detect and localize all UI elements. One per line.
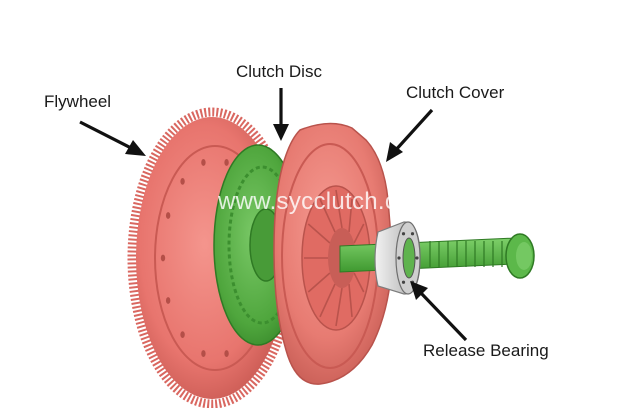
diaphragm-finger [335, 189, 343, 229]
bearing-bolt [410, 232, 415, 236]
release-bearing-bolts [397, 232, 419, 284]
flywheel-bolt-hole [201, 159, 206, 166]
label-flywheel: Flywheel [44, 92, 112, 111]
label-clutch-cover: Clutch Cover [406, 83, 505, 102]
bearing-bolt [415, 256, 419, 260]
arrow-clutch-disc [273, 88, 289, 141]
bearing-bolt [397, 256, 401, 260]
flywheel-bolt-hole [224, 159, 229, 166]
diaphragm-finger [348, 283, 353, 317]
bearing-bolt [401, 232, 406, 236]
diaphragm-finger [353, 223, 365, 244]
diaphragm-finger [335, 287, 343, 327]
clutch-cover [273, 122, 393, 385]
arrow-release-bearing [410, 281, 468, 342]
input-shaft-splines [429, 241, 503, 267]
release-bearing [374, 221, 421, 295]
flywheel-bolt-hole [201, 350, 206, 357]
release-bearing-bore [402, 237, 416, 279]
label-clutch-disc: Clutch Disc [236, 62, 322, 81]
watermark-text: www.sycclutch.c [218, 188, 398, 215]
flywheel-bolt-hole [180, 177, 185, 185]
label-release-bearing: Release Bearing [423, 341, 549, 360]
diaphragm-finger [319, 283, 336, 318]
diaphragm-finger [353, 272, 365, 293]
arrow-clutch-cover [386, 108, 434, 162]
diaphragm-finger [307, 272, 331, 293]
diaphragm-finger [348, 199, 353, 233]
flywheel-bolt-hole [165, 297, 171, 304]
flywheel-bolt-hole [160, 254, 166, 262]
arrow-flywheel [79, 120, 146, 156]
input-shaft-end-face [516, 242, 532, 270]
diaphragm-finger [307, 223, 331, 244]
bearing-bolt [401, 280, 406, 284]
flywheel-bolt-hole [165, 212, 171, 219]
diaphragm-finger [319, 198, 336, 233]
flywheel-bolt-hole [224, 350, 229, 357]
flywheel-bolt-hole [180, 331, 185, 339]
